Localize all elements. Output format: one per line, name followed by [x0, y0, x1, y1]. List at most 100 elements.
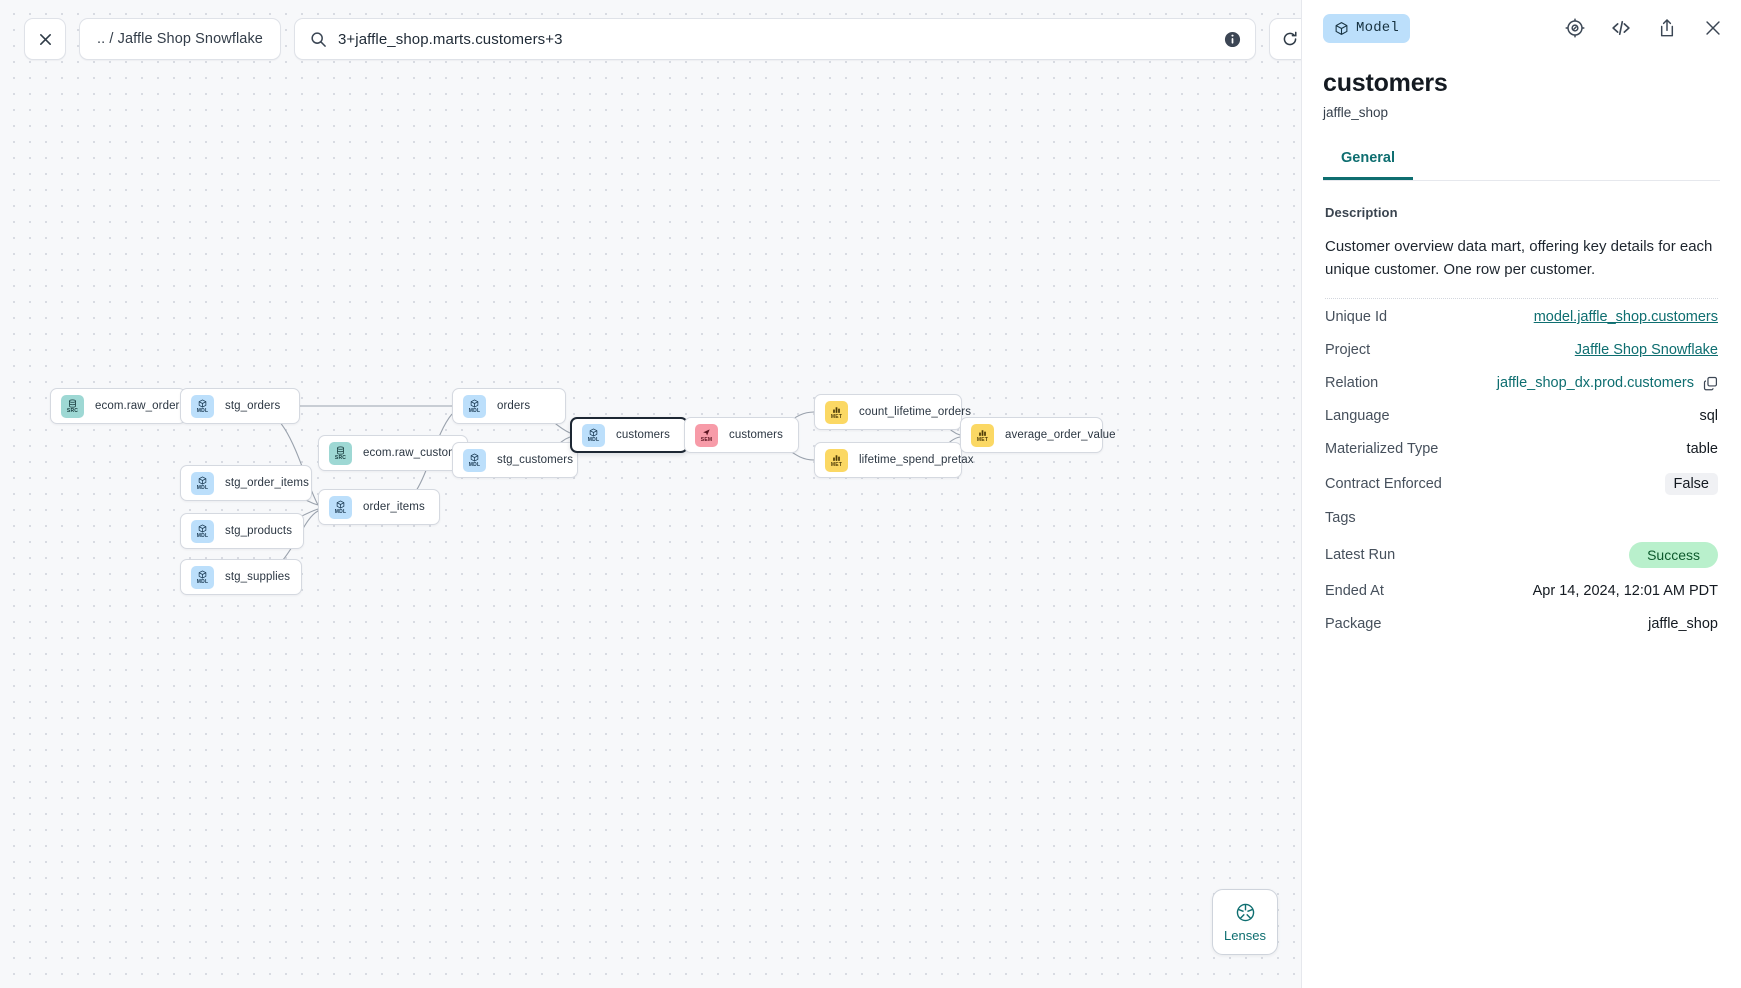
metadata-value: Apr 14, 2024, 12:01 AM PDT [1532, 583, 1718, 599]
metadata-value: jaffle_shop [1648, 616, 1718, 632]
detail-panel: Model [1301, 0, 1741, 988]
metadata-value: False [1664, 472, 1718, 495]
aperture-icon [1236, 903, 1254, 921]
node-label: average_order_value [1005, 429, 1116, 441]
close-lineage-button[interactable] [24, 18, 66, 60]
graph-node-stg_orders[interactable]: MDL stg_orders [180, 388, 300, 424]
metadata-key: Package [1325, 616, 1382, 632]
metadata-row: Materialized Type table [1325, 433, 1718, 466]
metadata-row: Language sql [1325, 400, 1718, 433]
node-label: lifetime_spend_pretax [859, 454, 974, 466]
cube-icon [1335, 21, 1348, 35]
description-text: Customer overview data mart, offering ke… [1325, 238, 1713, 279]
graph-node-customers_model[interactable]: MDL customers [570, 417, 688, 453]
metadata-row: Contract Enforced False [1325, 466, 1718, 502]
metadata-value[interactable]: jaffle_shop_dx.prod.customers [1497, 375, 1718, 391]
search-icon [311, 31, 326, 47]
metadata-row: Latest Run Success [1325, 535, 1718, 575]
metadata-key: Language [1325, 408, 1390, 424]
refresh-icon [1283, 31, 1297, 46]
metadata-key: Materialized Type [1325, 441, 1439, 457]
status-badge: Success [1629, 541, 1718, 568]
node-label: stg_supplies [225, 571, 291, 583]
node-label: orders [497, 400, 531, 412]
node-kind-badge-sem: SEM [695, 423, 718, 447]
node-label: count_lifetime_orders [859, 406, 972, 418]
metadata-key: Latest Run [1325, 546, 1396, 563]
graph-node-count_lifetime_orders[interactable]: MET count_lifetime_orders [814, 394, 971, 430]
description-label: Description [1325, 205, 1398, 220]
relation-link[interactable]: jaffle_shop_dx.prod.customers [1496, 375, 1694, 391]
metadata-value[interactable]: Jaffle Shop Snowflake [1574, 342, 1718, 358]
node-kind-badge-met: MET [825, 448, 848, 472]
graph-node-orders[interactable]: MDL orders [452, 388, 566, 424]
node-kind-badge-mdl: MDL [463, 394, 486, 418]
node-label: stg_order_items [225, 477, 309, 489]
node-label: customers [616, 429, 670, 441]
metadata-row: Relation jaffle_shop_dx.prod.customers [1325, 367, 1718, 400]
metadata-key: Relation [1325, 375, 1379, 391]
metadata-row: Tags [1325, 502, 1718, 535]
lineage-search-bar[interactable] [293, 18, 1256, 60]
metadata-value[interactable]: model.jaffle_shop.customers [1533, 309, 1718, 325]
node-label: stg_orders [225, 400, 281, 412]
node-kind-badge-mdl: MDL [191, 565, 214, 589]
tab-general[interactable]: General [1323, 150, 1413, 180]
node-type-label: Model [1356, 20, 1400, 36]
graph-node-stg_order_items[interactable]: MDL stg_order_items [180, 465, 312, 501]
node-kind-badge-mdl: MDL [329, 495, 352, 519]
divider [1325, 297, 1718, 299]
graph-node-lifetime_spend_pretax[interactable]: MET lifetime_spend_pretax [814, 442, 974, 478]
node-label: customers [729, 429, 783, 441]
node-kind-badge-met: MET [825, 400, 848, 424]
copy-icon[interactable] [1703, 376, 1718, 391]
value-pill: False [1664, 472, 1718, 495]
node-kind-badge-src: SRC [61, 394, 84, 418]
metadata-key: Tags [1325, 510, 1356, 526]
metadata-row: Unique Id model.jaffle_shop.customers [1325, 301, 1718, 334]
metadata-row: Project Jaffle Shop Snowflake [1325, 334, 1718, 367]
metadata-key: Contract Enforced [1325, 475, 1442, 492]
node-kind-badge-src: SRC [329, 441, 352, 465]
graph-node-stg_supplies[interactable]: MDL stg_supplies [180, 559, 302, 595]
node-label: ecom.raw_orders [95, 400, 186, 412]
metadata-key: Project [1325, 342, 1371, 358]
metadata-value: sql [1699, 408, 1718, 424]
node-label: ecom.raw_customers [363, 447, 475, 459]
metadata-key: Unique Id [1325, 309, 1388, 325]
panel-header: Model [1302, 0, 1741, 56]
page-title: customers [1323, 69, 1448, 97]
node-label: stg_customers [497, 454, 574, 466]
panel-title-block: customers jaffle_shop [1302, 56, 1741, 120]
info-icon[interactable] [1224, 31, 1241, 48]
lenses-label: Lenses [1224, 927, 1266, 943]
code-icon[interactable] [1610, 17, 1632, 39]
node-kind-badge-mdl: MDL [191, 471, 214, 495]
node-kind-badge-mdl: MDL [191, 394, 214, 418]
graph-node-ecom.raw_customers[interactable]: SRC ecom.raw_customers [318, 435, 474, 471]
node-kind-badge-mdl: MDL [582, 423, 605, 447]
close-panel-icon[interactable] [1702, 17, 1724, 39]
graph-node-customers_sem[interactable]: SEM customers [684, 417, 799, 453]
metadata-key: Ended At [1325, 583, 1384, 599]
metadata-row: Package jaffle_shop [1325, 608, 1718, 641]
canvas-toolbar: .. / Jaffle Shop Snowflake [24, 18, 1301, 60]
panel-tabs: General [1323, 150, 1720, 181]
graph-node-ecom.raw_orders[interactable]: SRC ecom.raw_orders [50, 388, 186, 424]
close-icon [39, 33, 51, 45]
node-type-badge: Model [1323, 13, 1411, 43]
metadata-value: table [1686, 441, 1718, 457]
compass-icon[interactable] [1564, 17, 1586, 39]
search-input[interactable] [337, 30, 1213, 48]
refresh-button[interactable] [1268, 18, 1301, 60]
share-icon[interactable] [1656, 17, 1678, 39]
breadcrumb[interactable]: .. / Jaffle Shop Snowflake [79, 18, 281, 60]
lenses-button[interactable]: Lenses [1212, 889, 1278, 955]
